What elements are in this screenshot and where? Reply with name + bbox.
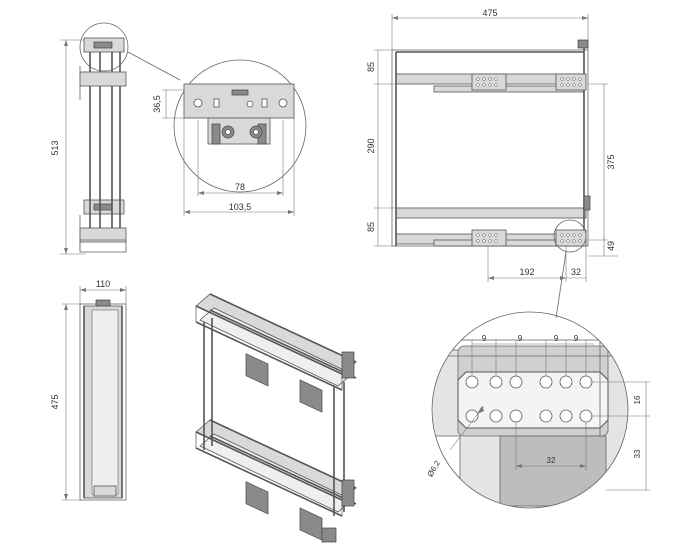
pitch-4-label: 9 bbox=[574, 334, 579, 343]
front-top-gap-label: 85 bbox=[366, 62, 376, 72]
front-detail-marker bbox=[553, 219, 587, 253]
detail-hole-pattern: 9 9 9 9 16 33 32 Ø6,2 bbox=[426, 311, 650, 509]
pitch-2-label: 9 bbox=[518, 334, 523, 343]
front-upper-bracket-right bbox=[555, 73, 587, 91]
group-span-label: 32 bbox=[547, 456, 556, 465]
detail-offset-label: 36,5 bbox=[152, 95, 162, 113]
pitch-3-label: 9 bbox=[554, 334, 559, 343]
front-lower-bracket-right bbox=[555, 229, 587, 247]
isometric-view bbox=[195, 293, 357, 543]
detail-outer-width-label: 103,5 bbox=[229, 202, 252, 212]
end-depth-label: 110 bbox=[96, 279, 110, 289]
front-mid-gap-label: 290 bbox=[366, 138, 376, 153]
front-view: 475 8 bbox=[366, 8, 618, 319]
base-height-label: 33 bbox=[633, 449, 642, 458]
front-right-base-label: 49 bbox=[606, 241, 616, 251]
detail-inner-width-label: 78 bbox=[235, 182, 245, 192]
front-lower-bracket-left bbox=[471, 229, 507, 247]
row-offset-label: 16 bbox=[633, 395, 642, 404]
side-detail-marker bbox=[79, 22, 129, 72]
front-bottom-gap-label: 85 bbox=[366, 222, 376, 232]
hole-diameter-label: Ø6,2 bbox=[426, 459, 443, 479]
hole-grid bbox=[465, 375, 593, 423]
front-width-label: 475 bbox=[482, 8, 497, 18]
front-upper-bracket-left bbox=[471, 73, 507, 91]
front-right-height-label: 375 bbox=[606, 154, 616, 169]
front-slide-span-label: 192 bbox=[519, 267, 534, 277]
front-slide-end-label: 32 bbox=[571, 267, 581, 277]
end-height-label: 475 bbox=[50, 394, 60, 409]
side-height-label: 513 bbox=[50, 140, 60, 155]
detail-top-view: 36,5 78 103,5 bbox=[152, 59, 307, 216]
side-view: 513 bbox=[50, 22, 181, 255]
end-view: 110 475 bbox=[50, 279, 127, 501]
hole-detail-circle bbox=[431, 311, 629, 509]
pitch-1-label: 9 bbox=[482, 334, 487, 343]
